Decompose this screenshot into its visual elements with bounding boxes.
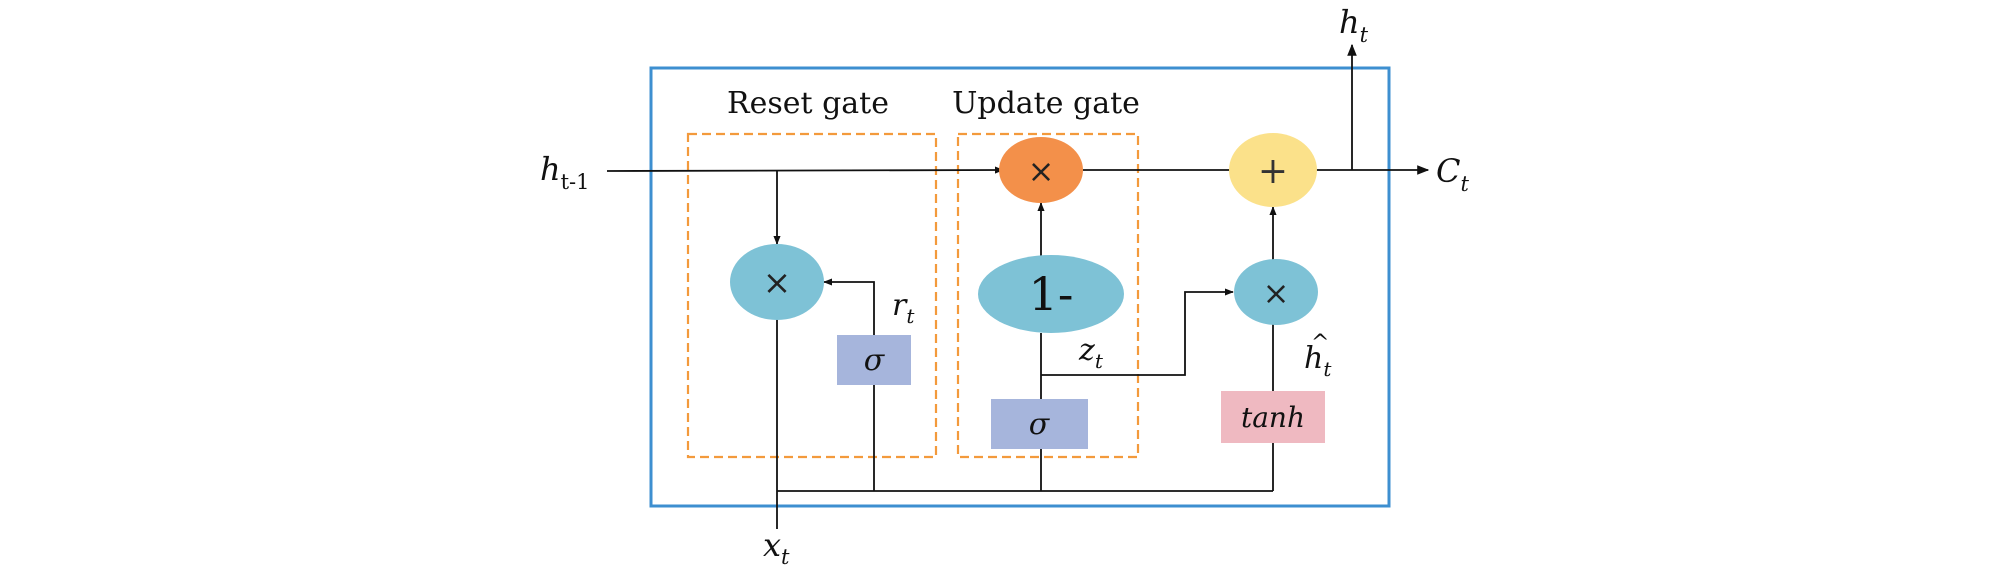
update-gate-box: [956, 132, 1140, 459]
candidate-multiply-symbol: ×: [1263, 274, 1290, 312]
reset-multiply-symbol: ×: [763, 263, 792, 303]
h-out-label: ht: [1339, 3, 1369, 47]
update-multiply-node: [999, 137, 1083, 203]
x-in-label: xt: [763, 526, 790, 569]
reset-gate-label: Reset gate: [727, 86, 889, 121]
reset-multiply-node: [730, 244, 824, 320]
reset-gate-signal: [823, 278, 875, 335]
update-gate-label: Update gate: [952, 86, 1140, 121]
add-symbol: +: [1258, 151, 1288, 192]
one-minus-node: [978, 255, 1124, 333]
candidate-multiply-node: [1234, 259, 1318, 325]
update-sigma-box: [991, 399, 1088, 449]
tanh-box: [1221, 391, 1325, 443]
reset-sigma-box: [837, 335, 911, 385]
h-candidate-hat: ^: [1311, 331, 1329, 356]
reset-gate-box: [686, 132, 938, 459]
r-label: rt: [892, 288, 915, 328]
reset-sigma-symbol: σ: [864, 343, 886, 378]
update-gate-signal: [1041, 288, 1234, 376]
state-input-line: [606, 166, 1004, 174]
h-prev-label: ht-1: [540, 150, 590, 194]
one-minus-symbol: 1-: [1029, 267, 1074, 321]
update-multiply-symbol: ×: [1028, 152, 1055, 190]
cell-frame: [649, 66, 1391, 508]
z-label: zt: [1078, 333, 1104, 373]
h-candidate-label: ht: [1304, 341, 1332, 381]
c-out-label: Ct: [1436, 152, 1469, 196]
update-sigma-symbol: σ: [1029, 407, 1051, 442]
add-node: [1229, 133, 1317, 207]
tanh-symbol: tanh: [1241, 401, 1305, 434]
